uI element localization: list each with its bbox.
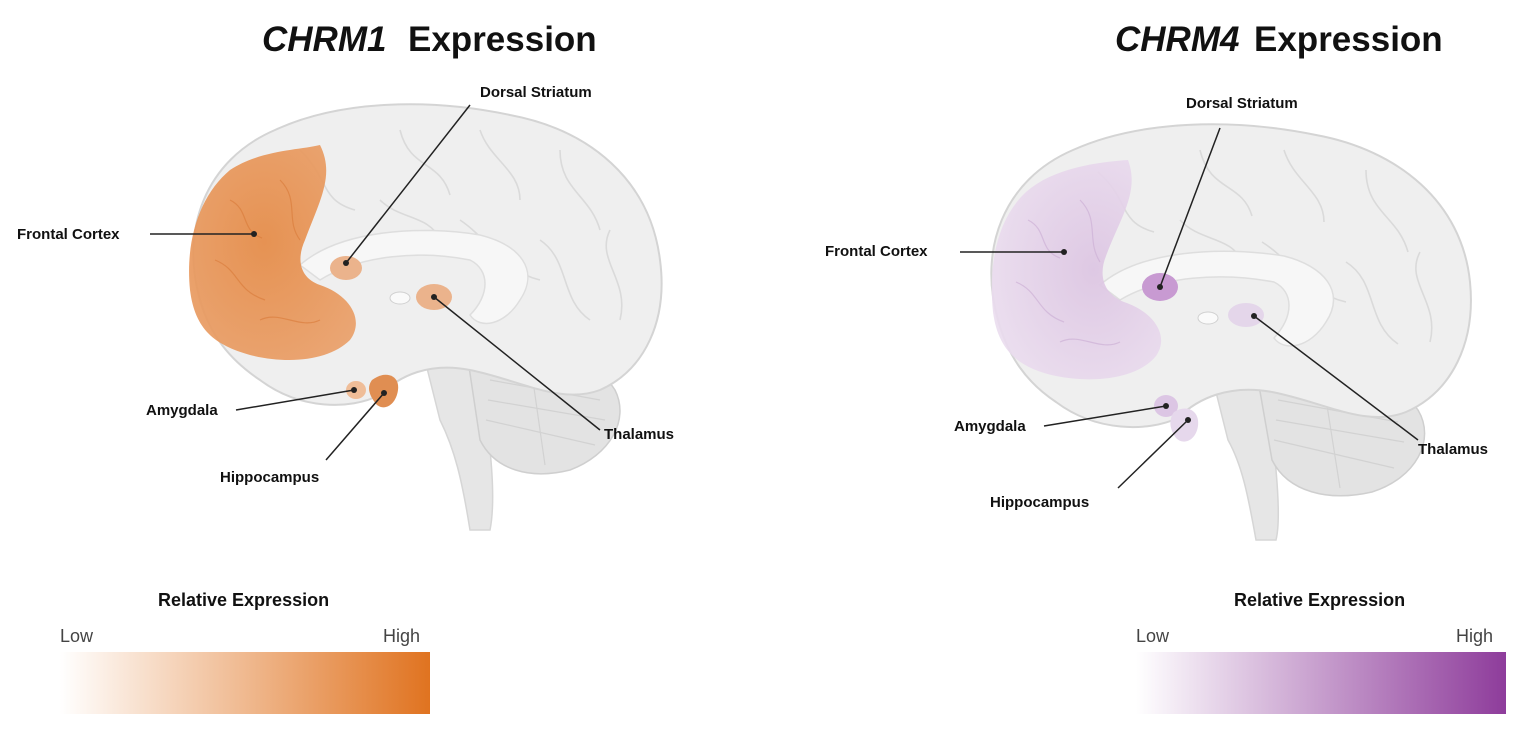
brain-sagittal-diagram [960, 123, 1472, 541]
legend-high-label: High [1456, 626, 1494, 646]
title-suffix: Expression [408, 20, 597, 59]
gene-name: CHRM1 [262, 20, 387, 59]
legend-low-label: Low [1136, 626, 1170, 646]
label-dorsal-striatum: Dorsal Striatum [1186, 95, 1298, 112]
panel-title: CHRM1 Expression [0, 20, 768, 70]
label-frontal-cortex: Frontal Cortex [825, 243, 928, 260]
label-frontal-cortex: Frontal Cortex [17, 226, 120, 243]
frontal-cortex-region [189, 145, 356, 360]
panel-title: CHRM4 Expression [768, 20, 1536, 70]
gene-name: CHRM4 [1115, 20, 1240, 59]
brain-sagittal-diagram [150, 103, 663, 531]
legend-low-label: Low [60, 626, 94, 646]
label-thalamus: Thalamus [604, 426, 675, 443]
legend-gradient-bar [1136, 652, 1506, 714]
legend-title: Relative Expression [1234, 590, 1406, 610]
legend-gradient-bar [60, 652, 430, 714]
corpus-callosum [298, 229, 529, 325]
label-thalamus: Thalamus [1418, 441, 1489, 458]
label-amygdala: Amygdala [954, 418, 1026, 435]
label-dorsal-striatum: Dorsal Striatum [480, 84, 592, 101]
label-hippocampus: Hippocampus [220, 469, 320, 486]
label-amygdala: Amygdala [146, 402, 218, 419]
dorsal-striatum-region [330, 256, 362, 280]
label-hippocampus: Hippocampus [990, 494, 1090, 511]
legend-high-label: High [383, 626, 421, 646]
thalamus-region [1228, 303, 1264, 327]
frontal-cortex-region [991, 160, 1162, 380]
chrm1-panel: CHRM1 Expression [0, 20, 768, 714]
chrm4-panel: CHRM4 Expression [768, 0, 1536, 747]
hippocampus-region [1170, 408, 1199, 442]
title-suffix: Expression [1254, 20, 1443, 59]
legend-title: Relative Expression [158, 590, 330, 610]
